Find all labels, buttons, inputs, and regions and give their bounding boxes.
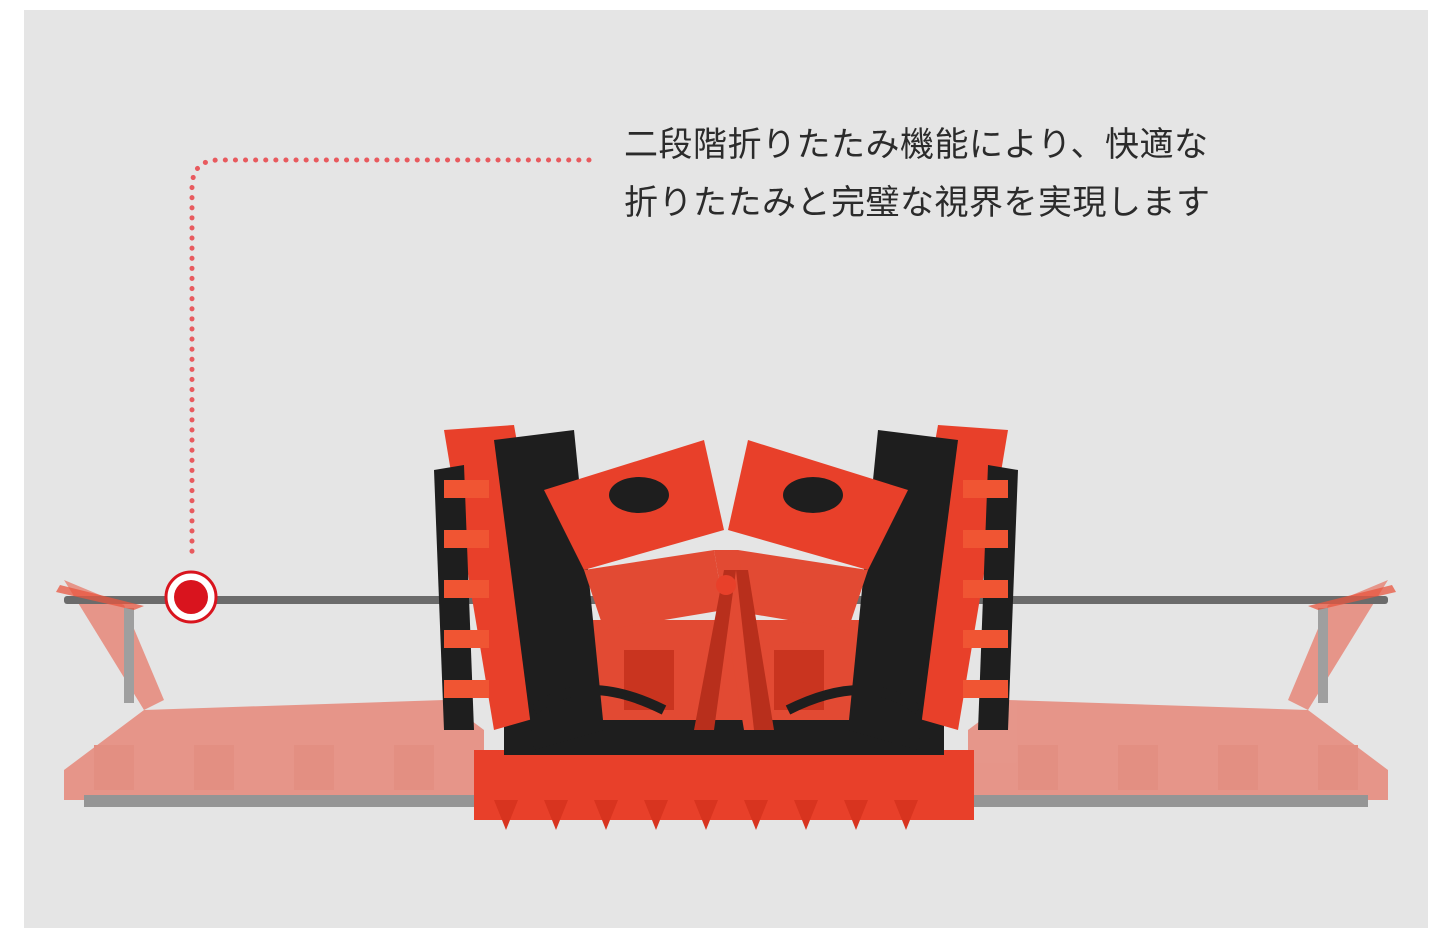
hotspot-marker-icon[interactable] xyxy=(163,569,219,625)
feature-panel: 二段階折りたたみ機能により、快適な 折りたたみと完璧な視界を実現します xyxy=(24,10,1428,928)
leader-line xyxy=(189,157,592,561)
hitch-frame xyxy=(530,550,922,730)
caption-line-2: 折りたたみと完璧な視界を実現します xyxy=(624,183,1211,223)
right-folded-unit xyxy=(728,425,1018,750)
right-wing-faded xyxy=(968,580,1388,807)
folding-mower-image xyxy=(56,425,1396,830)
left-folded-unit xyxy=(434,425,724,750)
feature-caption: 二段階折りたたみ機能により、快適な 折りたたみと完璧な視界を実現します xyxy=(624,116,1264,232)
left-wing-faded xyxy=(64,580,484,807)
caption-line-1: 二段階折りたたみ機能により、快適な xyxy=(624,125,1209,165)
